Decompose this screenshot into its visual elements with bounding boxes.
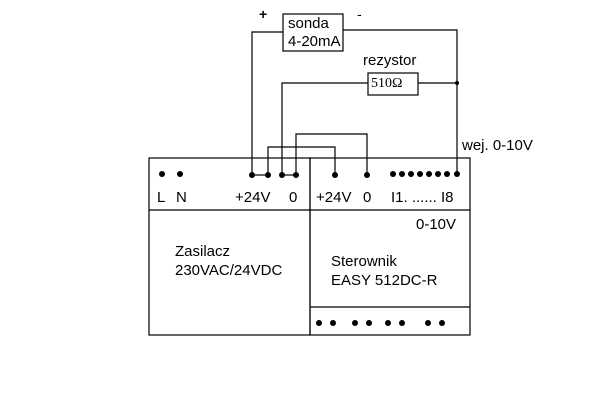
ctrl-terminal-24v: +24V	[316, 189, 352, 206]
probe-range: 4-20mA	[288, 33, 341, 50]
terminal-L	[159, 171, 165, 177]
terminal-output	[399, 320, 405, 326]
probe-plus-label: +	[259, 6, 268, 22]
ctrl-terminal-0: 0	[363, 189, 372, 206]
terminal-psu-24v-a	[249, 172, 255, 178]
wire-24v-link	[267, 146, 336, 175]
terminal-input-7	[444, 171, 450, 177]
terminal-input-2	[399, 171, 405, 177]
terminal-output	[425, 320, 431, 326]
junction-dot	[455, 81, 459, 85]
wire-probe-plus	[251, 31, 283, 175]
psu-terminal-24v: +24V	[235, 189, 271, 206]
terminal-output	[316, 320, 322, 326]
controller-box	[309, 157, 471, 336]
resistor-box	[367, 72, 419, 96]
terminal-output	[330, 320, 336, 326]
terminal-input-1	[390, 171, 396, 177]
terminal-psu-0-b	[293, 172, 299, 178]
probe-name: sonda	[288, 15, 329, 32]
wire-0v-link	[295, 133, 368, 175]
terminal-psu-0-a	[279, 172, 285, 178]
psu-name: Zasilacz	[175, 243, 231, 260]
terminal-ctrl-24v	[332, 172, 338, 178]
ctrl-model: EASY 512DC-R	[331, 272, 438, 289]
terminal-input-6	[435, 171, 441, 177]
terminal-output	[439, 320, 445, 326]
terminal-psu-24v-b	[265, 172, 271, 178]
terminal-output	[366, 320, 372, 326]
ctrl-range: 0-10V	[416, 216, 457, 233]
terminal-input-8	[454, 171, 460, 177]
wire-probe-minus	[343, 29, 458, 175]
ctrl-name: Sterownik	[331, 253, 397, 270]
psu-terminal-N: N	[176, 189, 187, 206]
psu-terminal-L: L	[157, 189, 166, 206]
input-label: wej. 0-10V	[462, 137, 533, 154]
ctrl-terminal-inputs: I1. ...... I8	[391, 189, 454, 206]
terminal-input-3	[408, 171, 414, 177]
terminal-output	[352, 320, 358, 326]
wire-resistor-left	[281, 82, 368, 175]
terminal-input-4	[417, 171, 423, 177]
terminal-ctrl-0	[364, 172, 370, 178]
psu-terminal-0: 0	[289, 189, 298, 206]
probe-minus-label: -	[357, 6, 362, 22]
resistor-label: rezystor	[363, 52, 417, 69]
resistor-value: 510Ω	[371, 76, 403, 91]
terminal-output	[385, 320, 391, 326]
psu-spec: 230VAC/24VDC	[175, 262, 283, 279]
terminal-input-5	[426, 171, 432, 177]
terminal-N	[177, 171, 183, 177]
